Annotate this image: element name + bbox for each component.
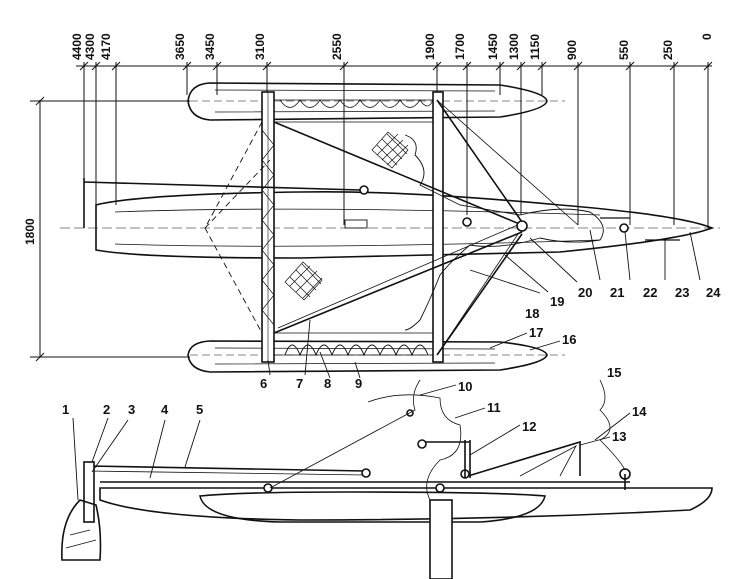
callout-9: 9 [355,376,362,391]
dim-label: 550 [617,40,631,60]
width-dimension-label: 1800 [23,218,37,245]
width-dimension [30,96,190,362]
callout-1: 1 [62,402,69,417]
callout-leaders [72,229,701,501]
callout-20: 20 [578,285,592,300]
callout-8: 8 [324,376,331,391]
callout-4: 4 [161,402,169,417]
callout-22: 22 [643,285,657,300]
callout-6: 6 [260,376,267,391]
side-sail-outline [269,379,626,501]
plan-view [60,82,720,373]
net-panels [284,131,409,301]
dim-label: 4400 [70,33,84,60]
callout-2: 2 [103,402,110,417]
dim-label: 1900 [423,33,437,60]
callout-numbers: 1 2 3 4 5 6 7 8 9 10 11 12 13 14 15 16 1… [62,285,721,444]
callout-19: 19 [550,294,564,309]
dim-label: 3650 [173,33,187,60]
top-float [187,82,548,121]
callout-15: 15 [607,365,621,380]
dim-label: 3450 [203,33,217,60]
callout-7: 7 [296,376,303,391]
dim-label: 1700 [453,33,467,60]
callout-5: 5 [196,402,203,417]
dim-label: 0 [700,33,714,40]
dim-label: 1150 [528,34,542,60]
center-hull [95,190,715,259]
bottom-float [187,340,548,373]
dim-label: 1450 [486,33,500,60]
dim-label: 250 [661,40,675,60]
callout-21: 21 [610,285,624,300]
side-view [61,409,713,579]
callout-10: 10 [458,379,472,394]
dimension-labels: 4400 4300 4170 3650 3450 3100 2550 1900 … [70,33,714,60]
dim-label: 3100 [253,33,267,60]
side-float [199,491,546,523]
dimension-bar [76,61,713,228]
dim-label: 4170 [99,33,113,60]
dim-label: 4300 [83,33,97,60]
callout-13: 13 [612,429,626,444]
callout-24: 24 [706,285,721,300]
dim-label: 1300 [507,33,521,60]
callout-18: 18 [525,306,539,321]
callout-12: 12 [522,419,536,434]
callout-11: 11 [487,400,501,415]
dim-label: 900 [565,40,579,60]
callout-14: 14 [632,404,647,419]
callout-16: 16 [562,332,576,347]
dim-label: 2550 [330,33,344,60]
callout-17: 17 [529,325,543,340]
callout-3: 3 [128,402,135,417]
sail-outline [404,134,604,331]
callout-23: 23 [675,285,689,300]
side-hull [99,487,713,521]
